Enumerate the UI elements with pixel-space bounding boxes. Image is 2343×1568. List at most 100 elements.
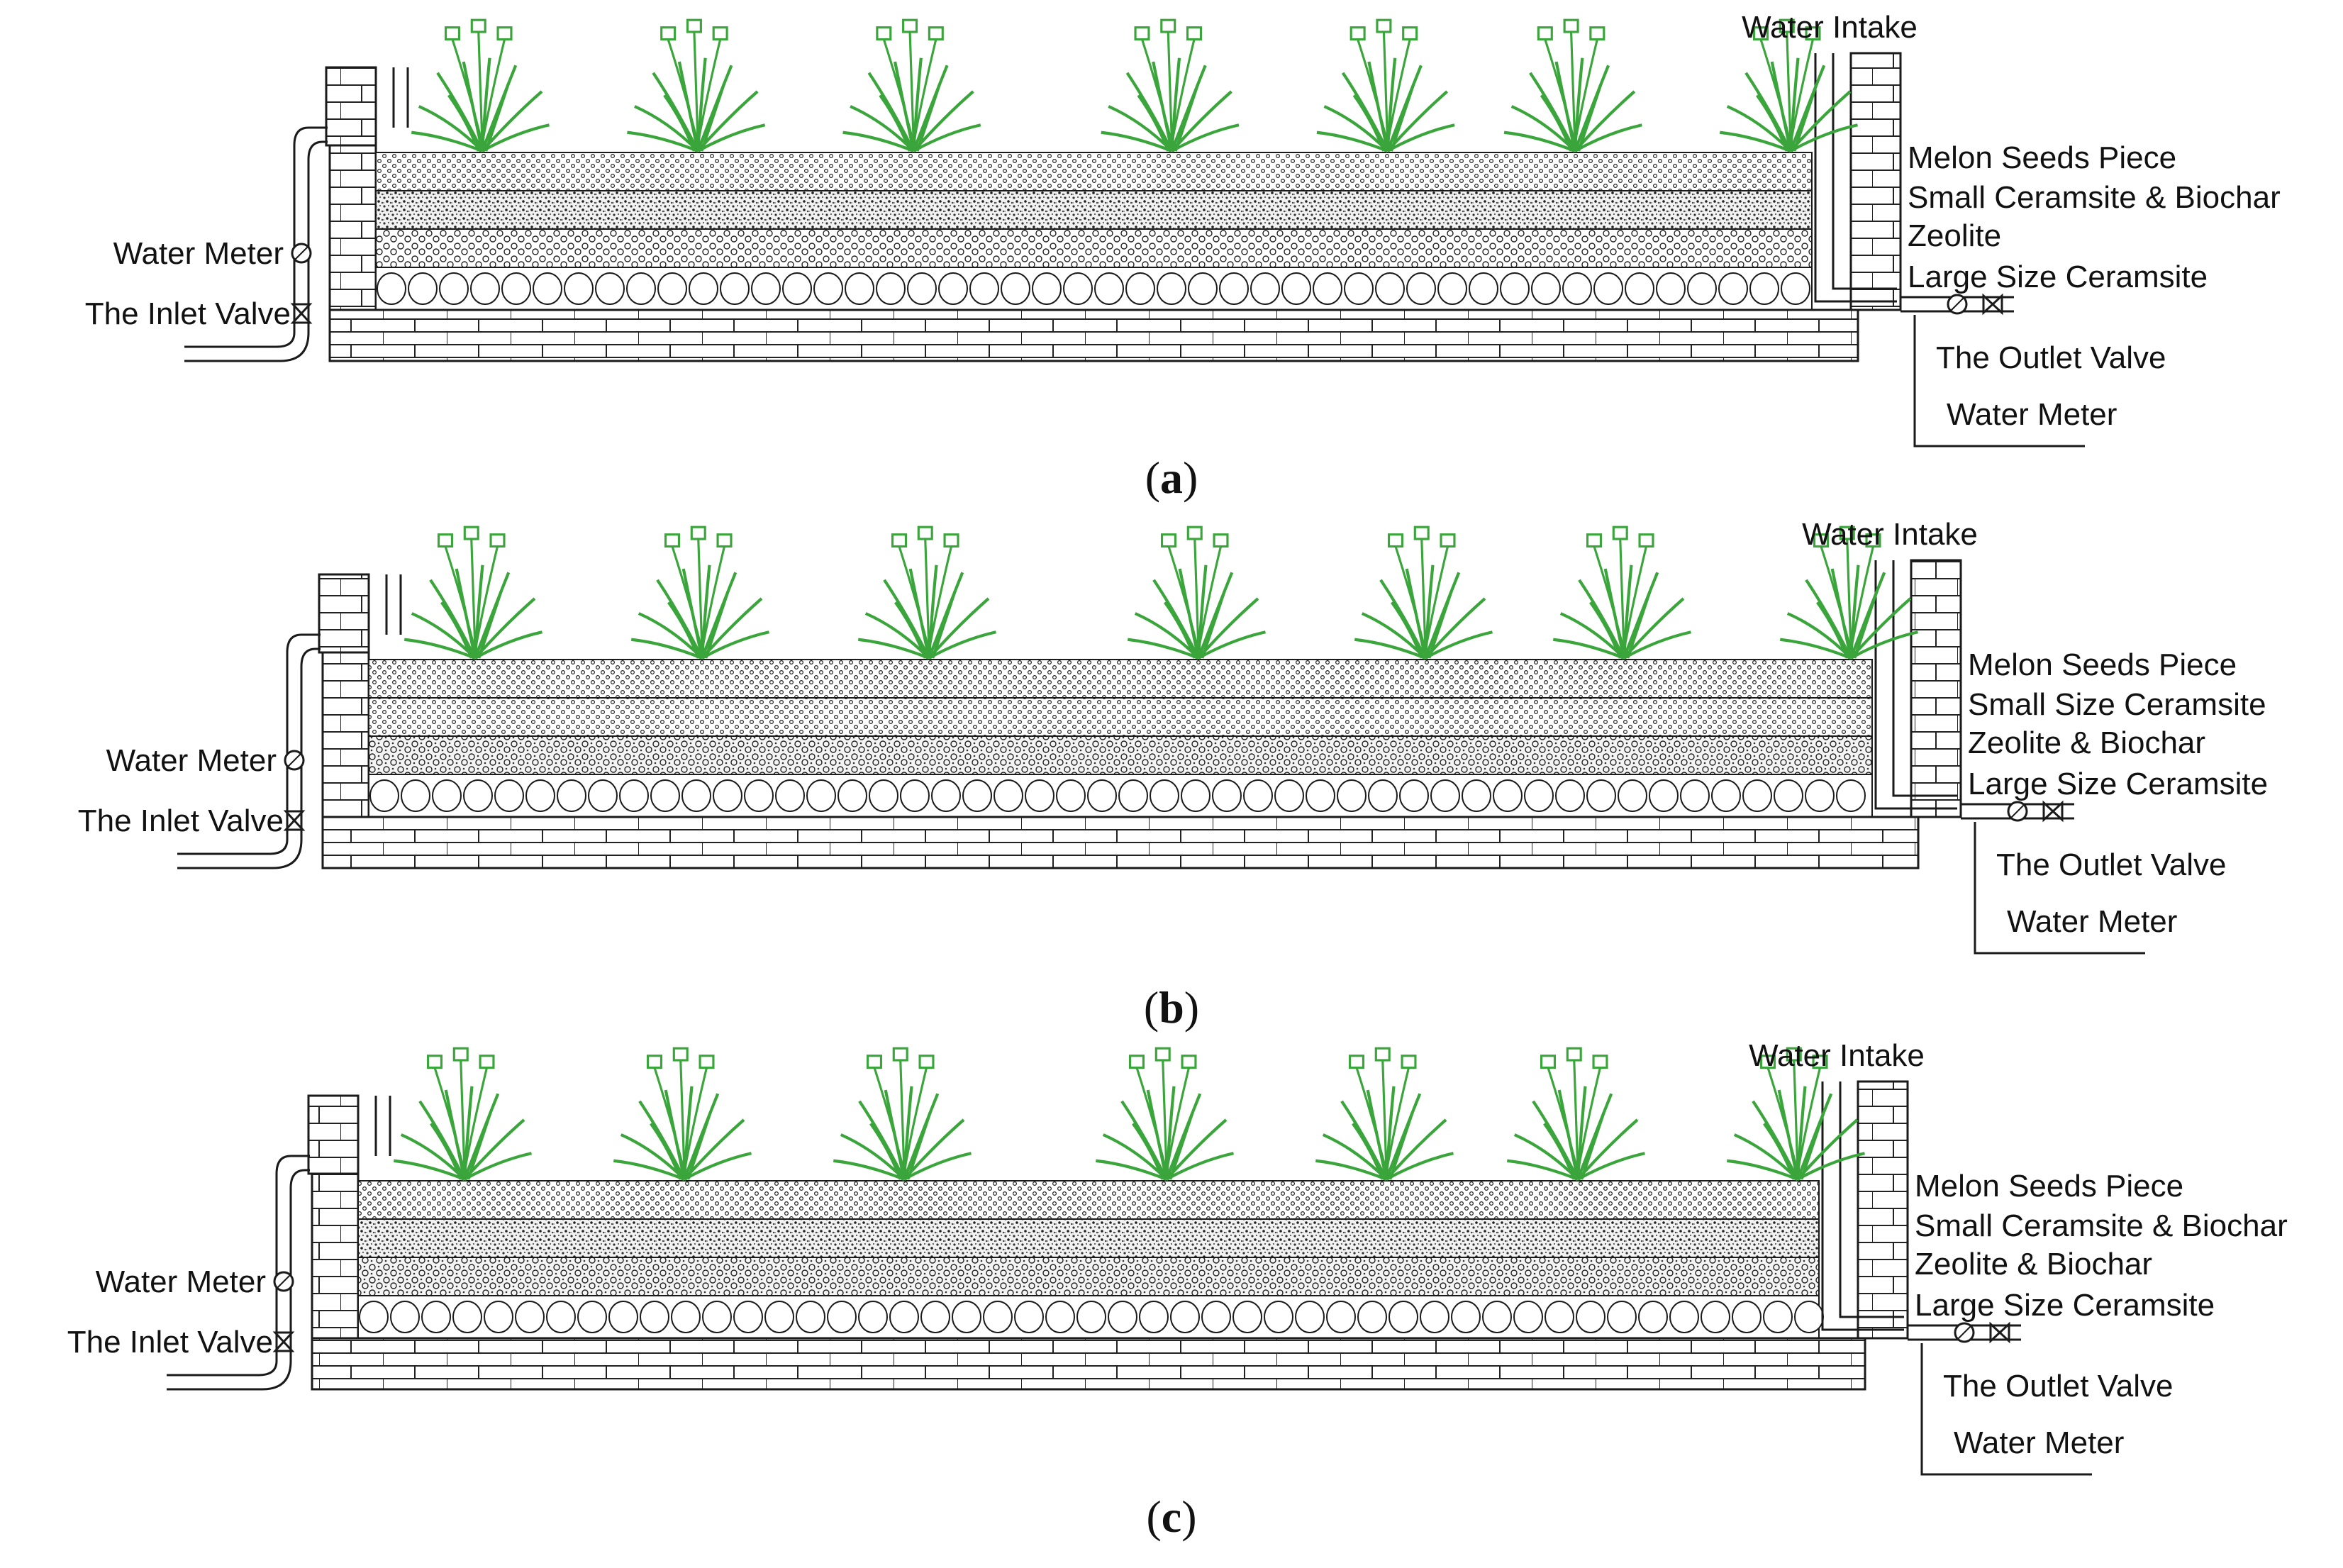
valve-icon bbox=[283, 810, 306, 831]
plant-blade bbox=[440, 601, 473, 659]
water-intake-label: Water Intake bbox=[1742, 10, 1918, 45]
ceramsite-ball bbox=[733, 1301, 763, 1333]
ceramsite-ball bbox=[1399, 779, 1429, 812]
plant-flower bbox=[1839, 526, 1855, 540]
outlet-meter-label: Water Meter bbox=[1947, 397, 2117, 432]
outlet-meter-label: Water Meter bbox=[2007, 904, 2177, 939]
caption-letter: b bbox=[1159, 982, 1184, 1033]
ceramsite-ball bbox=[595, 272, 625, 305]
plant-flower bbox=[437, 533, 454, 548]
ceramsite-ball bbox=[657, 272, 687, 305]
plant-blade bbox=[928, 630, 996, 660]
inlet-riser bbox=[374, 1096, 391, 1156]
media-layer-1 bbox=[357, 1180, 1820, 1220]
ceramsite-ball bbox=[1469, 272, 1498, 305]
plant-blade bbox=[683, 1152, 752, 1181]
plant-stem bbox=[1573, 1060, 1579, 1172]
plant-blade bbox=[436, 72, 484, 152]
plant-stem bbox=[1547, 1067, 1579, 1172]
ceramsite-ball bbox=[1232, 1301, 1262, 1333]
ceramsite-ball bbox=[1087, 779, 1117, 812]
plant-stem bbox=[1355, 1067, 1388, 1172]
media-layer-2 bbox=[368, 697, 1873, 737]
outlet-leader bbox=[1974, 822, 2145, 955]
plant-blade bbox=[1386, 123, 1455, 152]
ceramsite-ball bbox=[962, 779, 992, 812]
ceramsite-ball bbox=[1451, 1301, 1481, 1333]
ceramsite-ball bbox=[869, 779, 898, 812]
ceramsite-ball bbox=[1139, 1301, 1169, 1333]
water-meter-label: Water Meter bbox=[113, 236, 284, 271]
plant-stem bbox=[912, 39, 937, 144]
plant-icon bbox=[1503, 18, 1642, 152]
plant-blade bbox=[869, 1123, 902, 1180]
ceramsite-ball bbox=[1368, 779, 1398, 812]
plant-icon bbox=[394, 1047, 532, 1181]
plant-blade bbox=[484, 83, 510, 152]
plant-icon bbox=[1720, 18, 1858, 152]
plant-blade bbox=[1793, 83, 1818, 152]
plant-flower bbox=[1812, 1055, 1828, 1069]
plant-blade bbox=[1101, 130, 1173, 152]
plant-blade bbox=[650, 1123, 682, 1180]
ceramsite-ball bbox=[806, 779, 836, 812]
plant-stem bbox=[1382, 31, 1389, 144]
layer-label-1: Melon Seeds Piece bbox=[1908, 140, 2176, 175]
ceramsite-ball bbox=[1076, 1301, 1106, 1333]
plant-blade bbox=[1789, 123, 1858, 152]
plant-flower bbox=[660, 26, 677, 41]
layer-label-2: Small Ceramsite & Biochar bbox=[1908, 180, 2281, 215]
meter-needle bbox=[294, 246, 308, 260]
plant-blade bbox=[1744, 72, 1792, 152]
plant-flower bbox=[1348, 1055, 1365, 1069]
ceramsite-ball bbox=[1513, 1301, 1543, 1333]
plant-flower bbox=[917, 526, 933, 540]
plant-blade bbox=[686, 1111, 712, 1180]
plant-blade bbox=[704, 590, 730, 659]
ceramsite-ball bbox=[1618, 779, 1647, 812]
plant-flower bbox=[1154, 1047, 1171, 1062]
plant-blade bbox=[1623, 630, 1691, 660]
plant-stem bbox=[1140, 39, 1174, 144]
plant-flower bbox=[1186, 526, 1203, 540]
plant-flower bbox=[1440, 533, 1456, 548]
ceramsite-ball bbox=[470, 272, 500, 305]
ceramsite-ball bbox=[432, 779, 462, 812]
ceramsite-ball bbox=[588, 779, 618, 812]
plant-blade bbox=[463, 1152, 532, 1181]
ceramsite-ball bbox=[1001, 272, 1030, 305]
ceramsite-ball bbox=[421, 1301, 451, 1333]
ceramsite-ball bbox=[1125, 272, 1155, 305]
plant-flower bbox=[426, 1055, 443, 1069]
plant-stem bbox=[444, 546, 477, 651]
ceramsite-ball bbox=[702, 1301, 732, 1333]
plant-blade bbox=[1727, 1159, 1798, 1181]
ceramsite-ball bbox=[1188, 272, 1218, 305]
plant-blade bbox=[1316, 130, 1388, 152]
valve-icon bbox=[290, 303, 313, 324]
plant-stem bbox=[1385, 1067, 1410, 1172]
ceramsite-ball bbox=[1056, 779, 1086, 812]
plant-stem bbox=[928, 546, 953, 651]
plant-flower bbox=[1376, 18, 1392, 33]
ceramsite-ball bbox=[1274, 779, 1304, 812]
ceramsite-ball bbox=[439, 272, 469, 305]
media-layer-2 bbox=[375, 190, 1813, 230]
ceramsite-ball bbox=[775, 779, 805, 812]
plant-blade bbox=[1503, 130, 1576, 152]
outlet-valve-label: The Outlet Valve bbox=[1936, 340, 2166, 375]
media-layer-3 bbox=[375, 228, 1813, 268]
outlet-valve-label: The Outlet Valve bbox=[1943, 1369, 2173, 1403]
plant-flower bbox=[1134, 26, 1150, 41]
ceramsite-ball bbox=[1326, 1301, 1356, 1333]
plant-stem bbox=[470, 538, 477, 651]
plant-blade bbox=[1577, 83, 1603, 152]
plant-blade bbox=[1352, 1123, 1384, 1180]
ceramsite-ball bbox=[827, 1301, 857, 1333]
plant-blade bbox=[1720, 130, 1791, 152]
ceramsite-ball bbox=[1701, 1301, 1730, 1333]
inlet-pipe-outer bbox=[177, 633, 321, 855]
plant-blade bbox=[447, 94, 480, 152]
